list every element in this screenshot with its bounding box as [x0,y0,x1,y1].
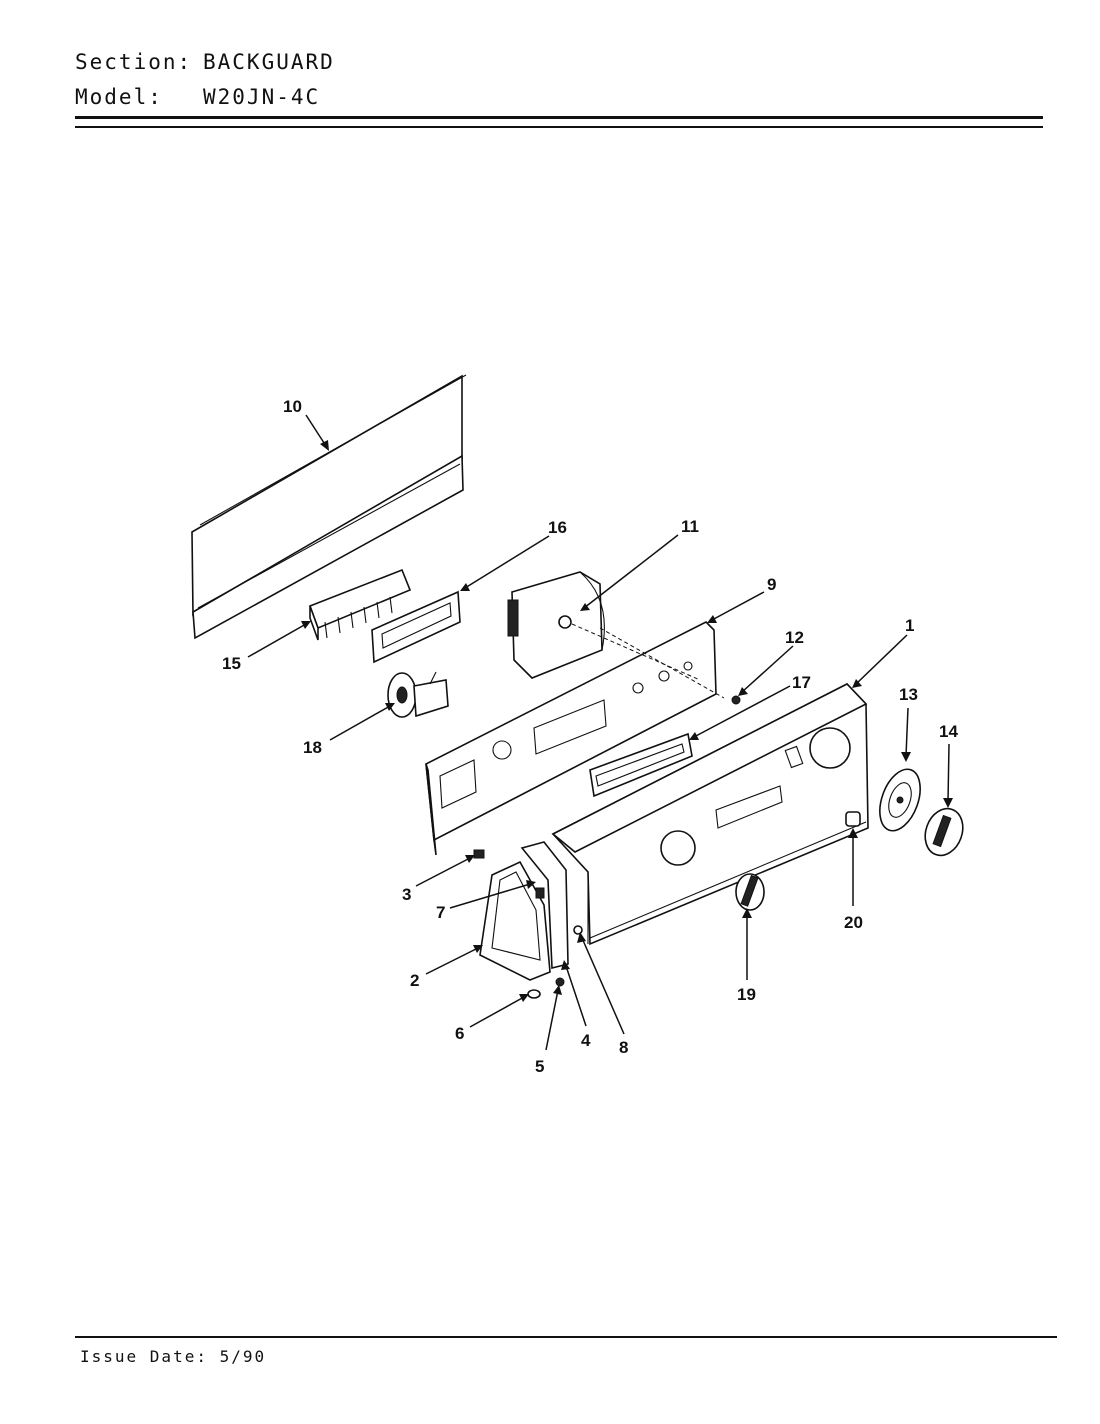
part-19-knob [735,873,765,911]
callout-20: 20 [844,913,863,932]
model-label: Model: [75,85,163,109]
callout-2: 2 [410,971,419,990]
callout-5: 5 [535,1057,544,1076]
part-5-screw [555,977,565,987]
callout-3: 3 [402,885,411,904]
part-1-console [551,683,869,946]
section-value: BACKGUARD [203,50,335,74]
callout-10: 10 [283,397,302,416]
part-18-timer [387,671,449,718]
callout-18: 18 [303,738,322,757]
header-rule-bottom [75,126,1043,128]
part-15-terminal-block [308,568,412,641]
callout-16: 16 [548,518,567,537]
part-7-clip [535,887,545,899]
part-13-knob-skirt [879,768,921,832]
model-value: W20JN-4C [203,85,321,109]
part-17-lens [589,732,693,798]
callout-12: 12 [785,628,804,647]
part-3-clip [473,849,485,859]
issue-date: Issue Date: 5/90 [80,1347,267,1366]
callout-1: 1 [905,616,914,635]
part-14-knob [924,807,964,857]
callout-7: 7 [436,903,445,922]
part-2-end-bracket [479,860,551,981]
callout-13: 13 [899,685,918,704]
part-10-rear-panel [191,374,467,640]
callout-labels: 10 16 11 9 12 1 17 13 14 15 18 3 7 2 6 5… [222,397,958,1076]
callout-17: 17 [792,673,811,692]
part-16-bracket [371,590,461,664]
part-8-screw [573,925,583,935]
callout-6: 6 [455,1024,464,1043]
callout-15: 15 [222,654,241,673]
callout-8: 8 [619,1038,628,1057]
callout-4: 4 [581,1031,591,1050]
callout-9: 9 [767,575,776,594]
callout-19: 19 [737,985,756,1004]
part-12-screw [731,695,741,705]
callout-11: 11 [681,517,699,536]
part-11-housing [507,571,605,679]
header-rule-top [75,116,1043,119]
part-4-end-cap [520,841,569,970]
section-line: Section: BACKGUARD [75,50,335,74]
section-label: Section: [75,50,193,74]
callout-14: 14 [939,722,958,741]
part-20-button [845,811,861,827]
part-9-control-panel [425,621,725,856]
footer-rule [75,1336,1057,1338]
leader-lines [247,414,953,1051]
part-6-screw [527,989,541,999]
model-line: Model: W20JN-4C [75,85,320,109]
